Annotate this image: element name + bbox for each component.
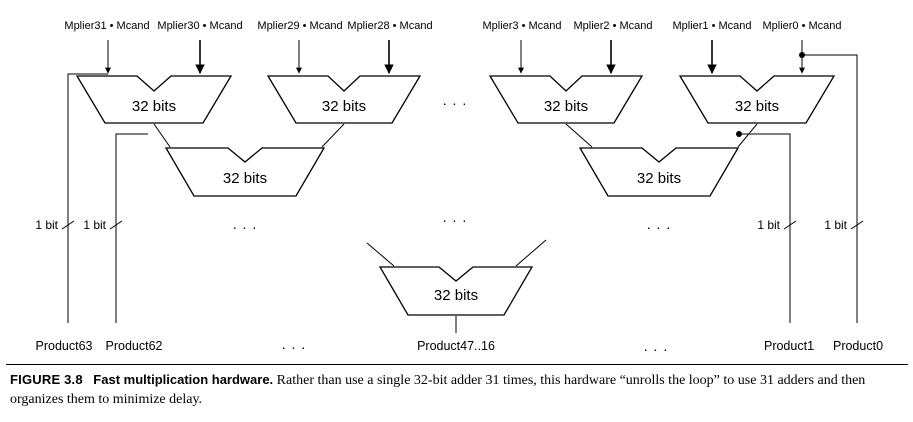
final-adder-input-left [366,242,395,267]
wire-product63 [67,73,108,323]
ellipsis-top: . . . [443,92,467,108]
fast-multiplication-diagram: Mplier31 • Mcand Mplier30 • Mcand Mplier… [35,20,883,354]
ellipsis-middle-center: . . . [443,209,467,225]
caption-divider [6,364,908,365]
input-label-mplier31: Mplier31 • Mcand [64,20,149,32]
final-adder-input-right [515,239,547,267]
input-label-mplier29: Mplier29 • Mcand [257,20,342,32]
adder-level2-b [578,147,740,197]
input-label-mplier2: Mplier2 • Mcand [573,20,652,32]
output-label-product62: Product62 [106,339,163,353]
adder-label-final: 32 bits [434,287,478,304]
output-label-product0: Product0 [833,339,883,353]
bit-label-product63: 1 bit [35,218,58,232]
adder-label-level1-a: 32 bits [132,98,176,115]
adder-level2-a [164,147,326,197]
adder-label-level1-d: 32 bits [735,98,779,115]
output-label-product63: Product63 [36,339,93,353]
wire-product1 [739,133,791,323]
ellipsis-bottom-right: . . . [644,338,668,354]
adder-label-level2-b: 32 bits [637,170,681,187]
ellipsis-bottom-left: . . . [282,336,306,352]
bit-label-product0: 1 bit [824,218,847,232]
wire-product0 [802,54,858,323]
caption-figure-number: FIGURE 3.8 [10,372,83,387]
input-label-mplier3: Mplier3 • Mcand [482,20,561,32]
adder-label-level2-a: 32 bits [223,170,267,187]
caption-text: Rather than use a single 32-bit adder 31… [10,373,866,407]
adder-label-level1-c: 32 bits [544,98,588,115]
adder-level1-c [488,75,644,124]
level1-output-wires [153,123,758,148]
input-label-mplier1: Mplier1 • Mcand [672,20,751,32]
input-label-mplier28: Mplier28 • Mcand [347,20,432,32]
ellipsis-middle-left: . . . [233,216,257,232]
input-arrows [105,40,805,74]
adder-level1-d [678,75,836,124]
bit-label-product1: 1 bit [757,218,780,232]
wire-product62 [115,133,148,323]
adder-level1-a [75,75,233,124]
product-wires [61,52,864,323]
input-label-mplier0: Mplier0 • Mcand [762,20,841,32]
caption-title: Fast multiplication hardware. [93,372,274,387]
adder-label-level1-b: 32 bits [322,98,366,115]
adder-level1-b [266,75,422,124]
adder-final [378,266,534,316]
bit-label-product62: 1 bit [83,218,106,232]
figure-caption: FIGURE 3.8 Fast multiplication hardware.… [10,370,907,409]
ellipsis-middle-right: . . . [647,216,671,232]
output-label-product47-16: Product47..16 [417,339,495,353]
junction-dot-mplier0 [799,52,805,58]
output-label-product1: Product1 [764,339,814,353]
input-label-mplier30: Mplier30 • Mcand [157,20,242,32]
